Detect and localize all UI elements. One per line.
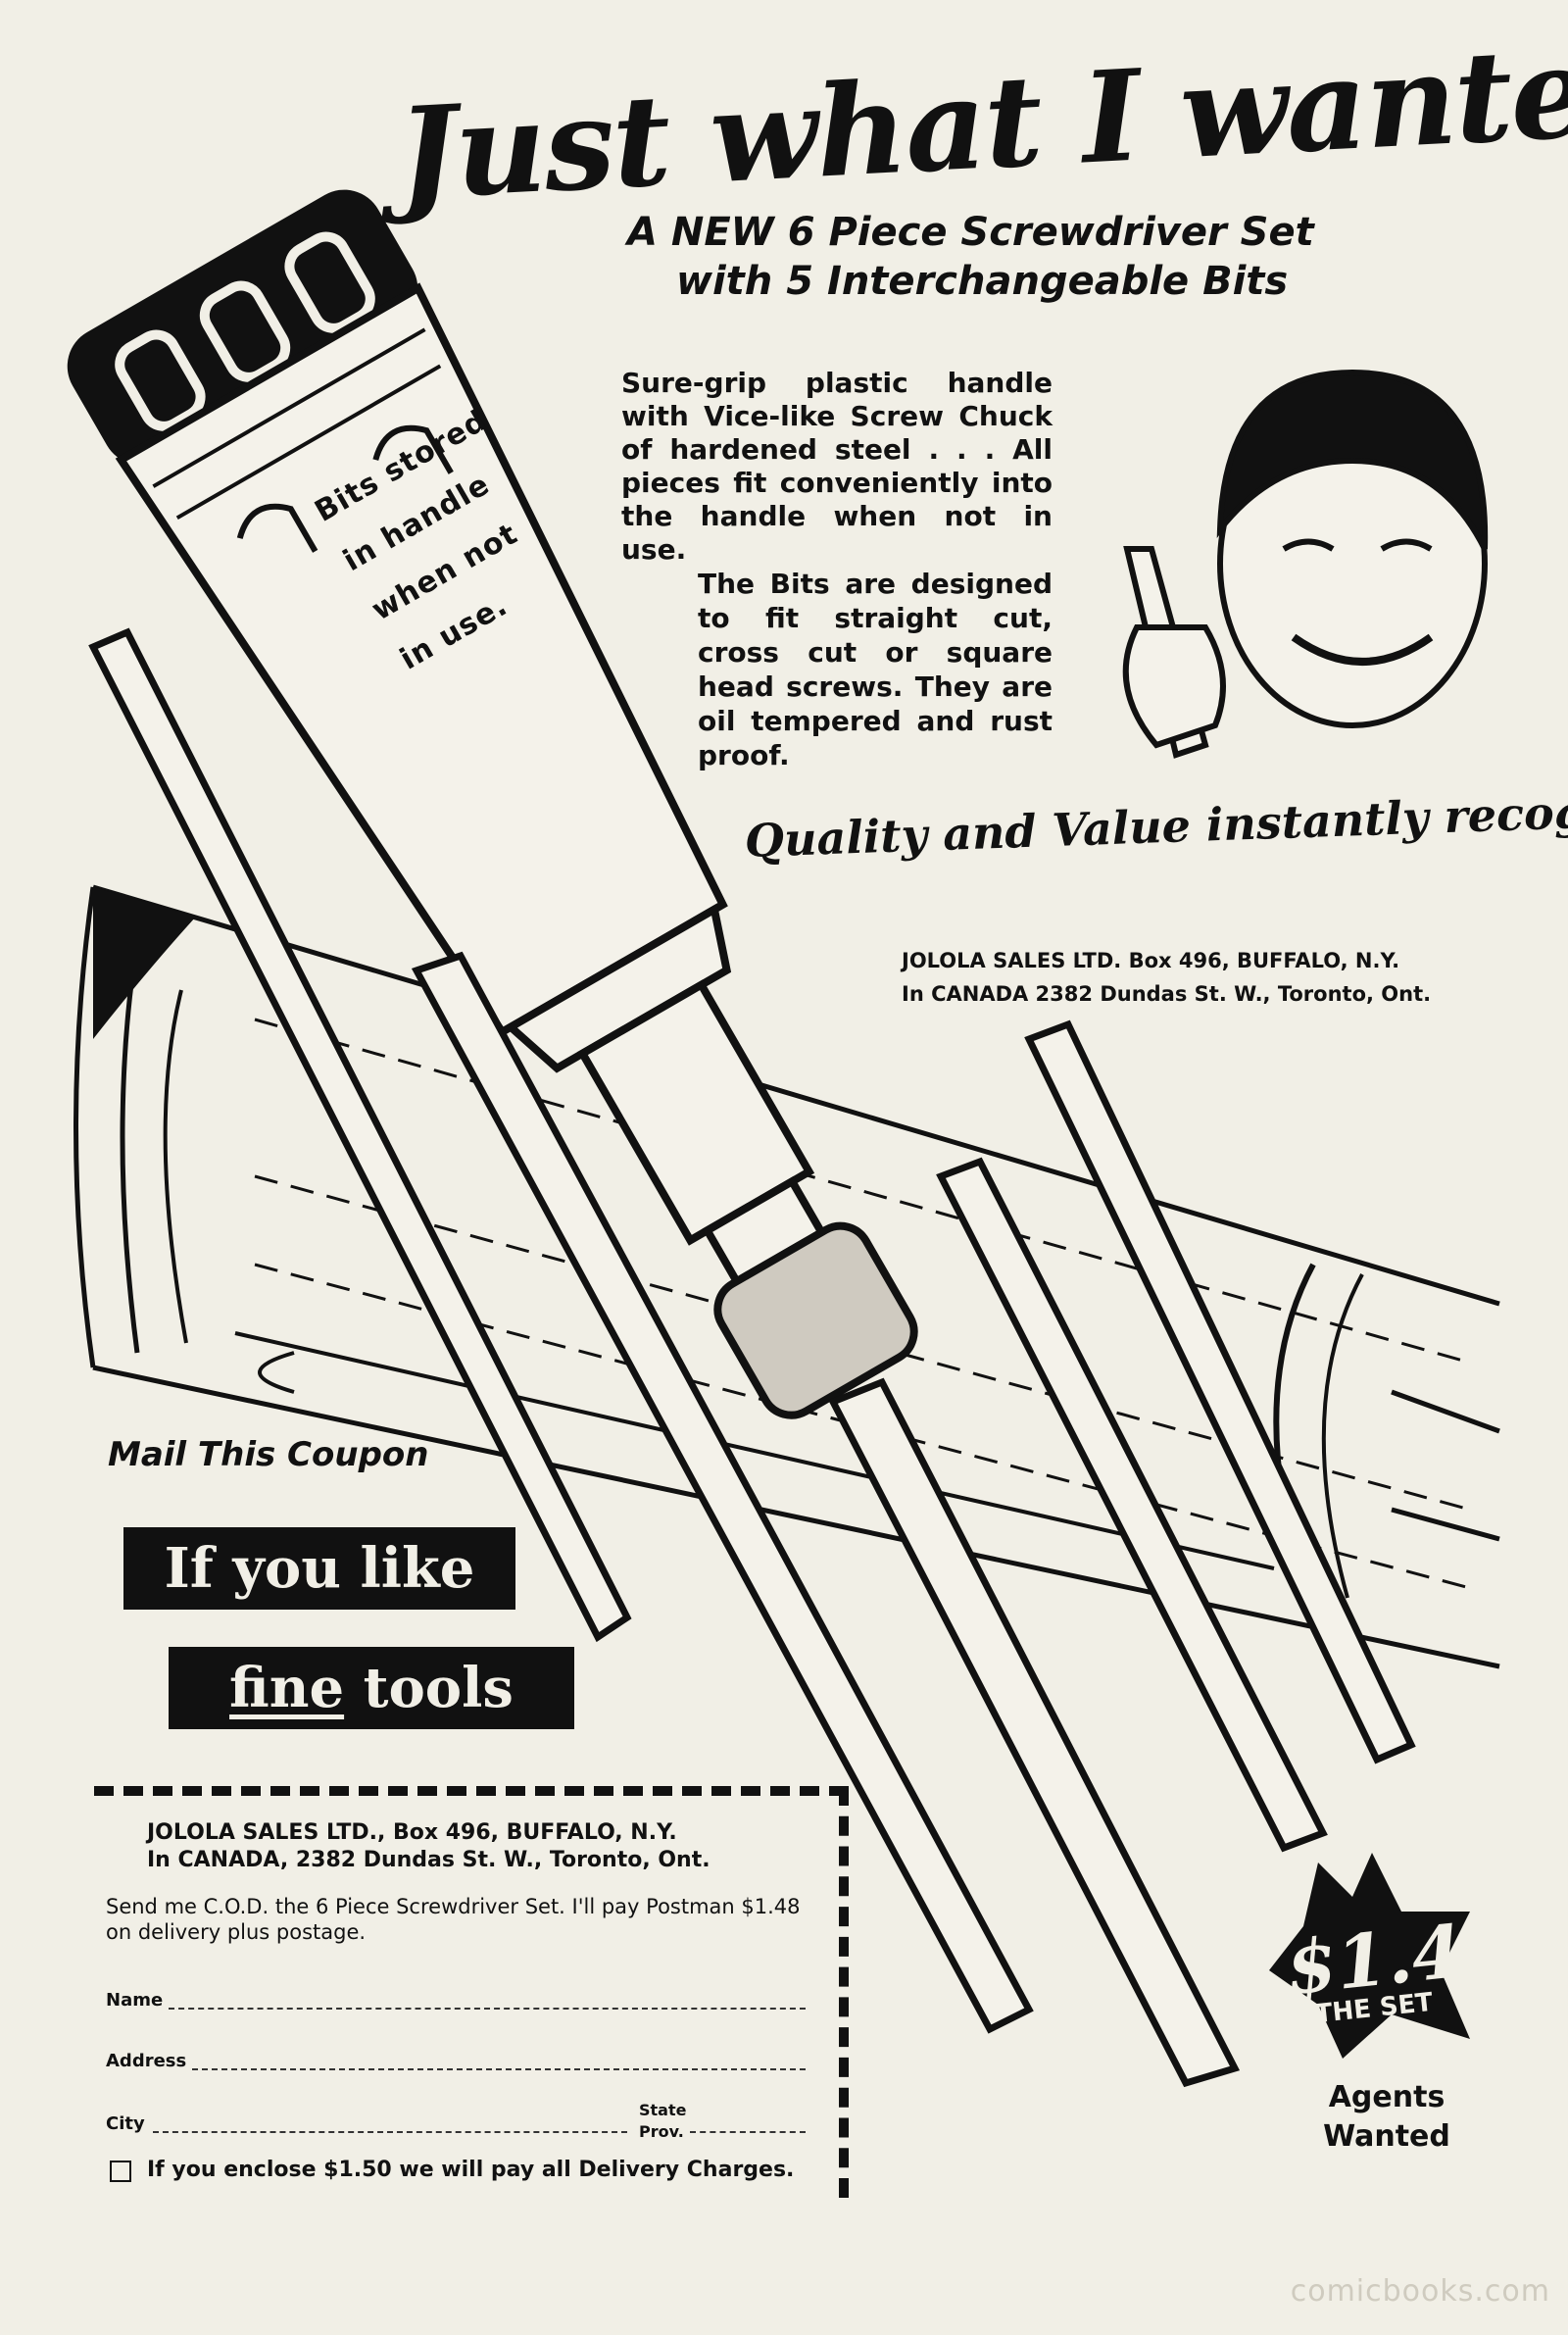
description-paragraph-2: The Bits are designed to fit straight cu… [698,568,1053,771]
label-box-fine-tools: fine tools [169,1647,574,1729]
coupon-address-line-1: JOLOLA SALES LTD., Box 496, BUFFALO, N.Y… [147,1820,677,1845]
agents-line-2: Wanted [1323,2119,1450,2154]
advertiser-address-line-2: In CANADA 2382 Dundas St. W., Toronto, O… [902,982,1432,1006]
coupon-address-label: Address [106,2051,187,2071]
price-label: $1.48 THE SET [1282,1904,1516,2029]
coupon-address-input[interactable] [192,2068,806,2070]
coupon-name-input[interactable] [169,2008,806,2010]
coupon-state-label: State [639,2101,687,2119]
screwdriver-bits-drawing [88,627,1416,2088]
coupon-city-label: City [106,2113,145,2134]
order-coupon-border [94,1786,849,2198]
coupon-address: JOLOLA SALES LTD., Box 496, BUFFALO, N.Y… [147,1819,833,1874]
advertiser-address-line-1: JOLOLA SALES LTD. Box 496, BUFFALO, N.Y. [902,949,1400,972]
coupon-state-input[interactable] [690,2131,806,2133]
label-box-if-you-like: If you like [123,1527,515,1610]
enclose-checkbox[interactable] [110,2161,131,2182]
pipe-dark-edge [93,887,196,1039]
screwdriver-handle-drawing [67,189,918,1419]
label-tools: tools [344,1656,514,1720]
price-star-badge [1269,1853,1470,2059]
coupon-order-text: Send me C.O.D. the 6 Piece Screwdriver S… [106,1895,801,1944]
coupon-enclose-option: If you enclose $1.50 we will pay all Del… [147,2158,795,2182]
mail-coupon-prompt: Mail This Coupon [108,1435,429,1474]
coupon-address-line-2: In CANADA, 2382 Dundas St. W., Toronto, … [147,1848,710,1872]
subheadline-line-1: A NEW 6 Piece Screwdriver Set [627,210,1314,255]
coupon-prov-label: Prov. [639,2122,684,2141]
label-fine-underlined: fine [229,1656,345,1720]
description-paragraph-1: Sure-grip plastic handle with Vice-like … [621,367,1053,566]
coupon-city-input[interactable] [153,2131,627,2133]
coupon-name-label: Name [106,1990,164,2011]
smiling-man-drawing [1122,369,1489,759]
agents-line-1: Agents [1328,2080,1446,2114]
subheadline-line-2: with 5 Interchangeable Bits [676,259,1289,304]
source-credit: comicbooks.com [1290,2274,1550,2309]
agents-wanted: Agents Wanted [1313,2078,1460,2157]
